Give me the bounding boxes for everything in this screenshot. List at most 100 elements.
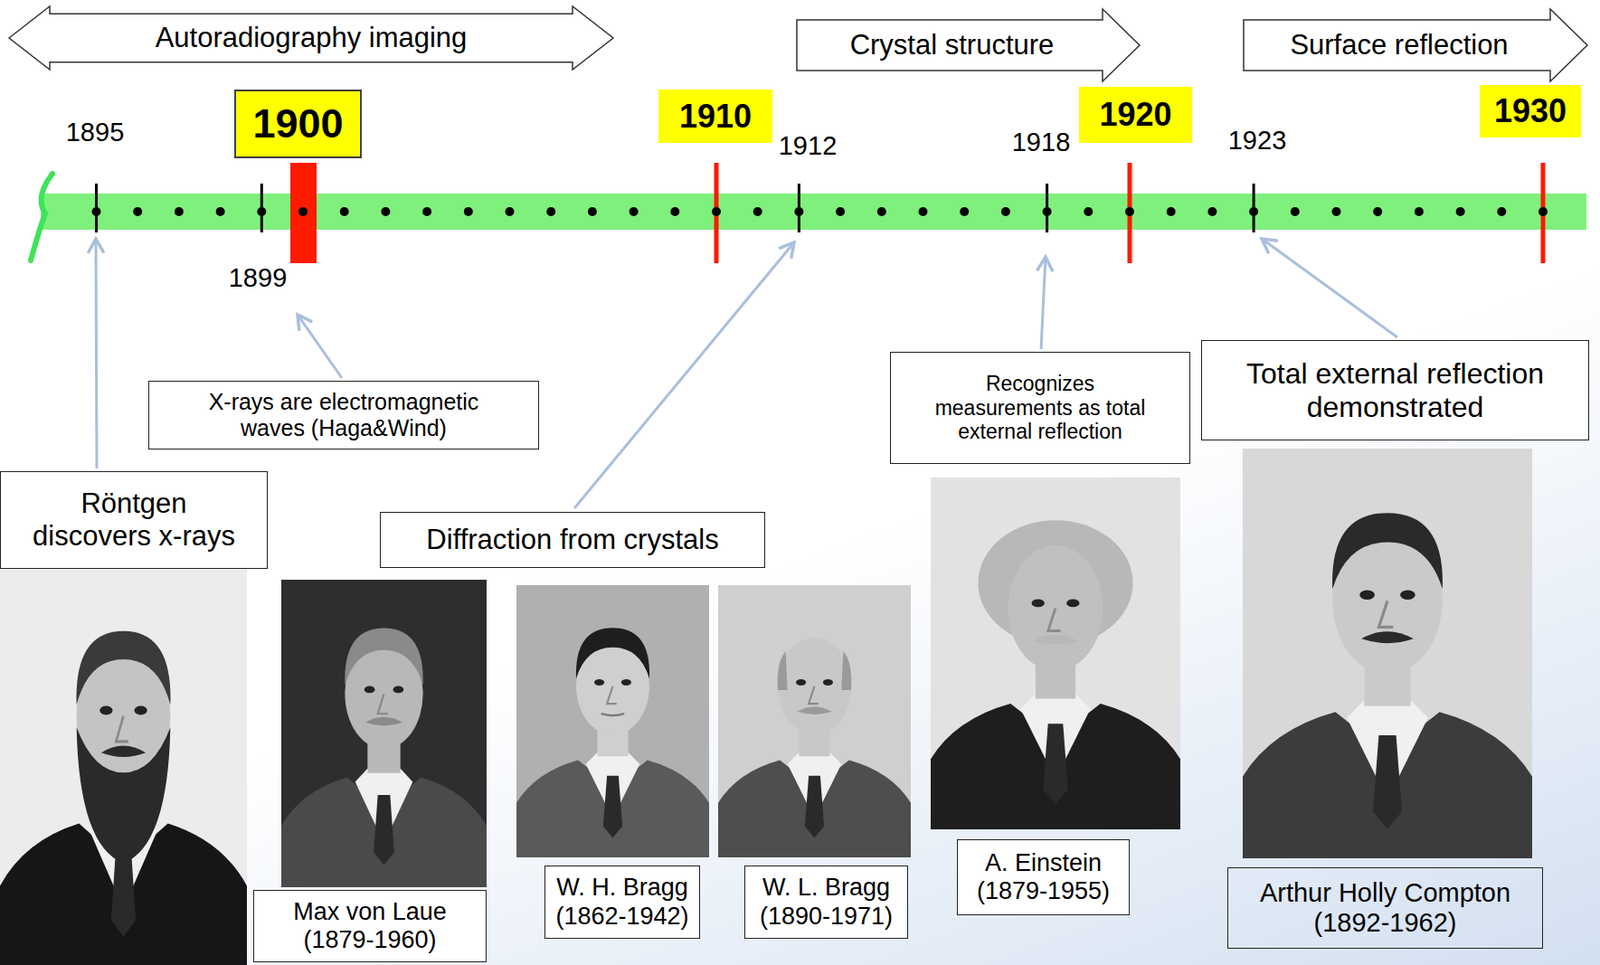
nose <box>115 716 129 742</box>
box-subtext: (1879-1960) <box>302 926 436 955</box>
moustache <box>1032 634 1079 645</box>
box-content: Surface reflection <box>1242 8 1589 83</box>
hair <box>841 651 852 691</box>
box-content: 1920 <box>1079 86 1193 143</box>
event-callout: Total external reflection demonstrated <box>1201 340 1590 441</box>
leader-arrow <box>1041 256 1046 350</box>
beard <box>76 727 171 863</box>
portraits <box>0 448 1533 965</box>
year-dot <box>216 207 226 217</box>
year-dot <box>877 207 887 217</box>
tie <box>804 776 824 839</box>
year-dot <box>256 207 266 217</box>
portrait-photo <box>1242 448 1533 859</box>
photo-background <box>718 585 911 858</box>
photo-background <box>930 477 1181 830</box>
box-text: 1920 <box>1098 95 1172 133</box>
box-text: Arthur Holly Compton <box>1259 878 1511 909</box>
year-dot <box>1414 207 1424 217</box>
year-highlight: 1930 <box>1479 85 1582 138</box>
box-text: Surface reflection <box>1289 28 1508 62</box>
box-content: W. L. Bragg(1890-1971) <box>745 866 908 938</box>
face <box>1008 545 1104 672</box>
face <box>777 637 852 736</box>
box-content: X-rays are electromagnetic waves (Haga&W… <box>149 381 539 449</box>
box-text: Max von Laue <box>293 898 447 927</box>
box-content: Crystal structure <box>795 8 1141 83</box>
year-dot <box>587 207 597 217</box>
box-content: Recognizes measurements as total externa… <box>890 352 1190 464</box>
name-plate: W. L. Bragg(1890-1971) <box>744 865 909 939</box>
photo-background <box>0 568 247 965</box>
hair <box>576 627 650 679</box>
year-dot <box>1538 207 1548 217</box>
year-dot <box>711 207 721 217</box>
year-dot <box>1249 207 1259 217</box>
portrait-photo <box>718 585 911 858</box>
box-text: Röntgen discovers x-rays <box>23 487 246 552</box>
year-dot <box>918 207 928 217</box>
event-callout: Recognizes measurements as total externa… <box>889 351 1191 464</box>
leader-arrow <box>574 242 795 509</box>
year-label: 1923 <box>1228 125 1288 156</box>
year-highlight: 1910 <box>658 89 773 143</box>
eye <box>1066 598 1080 607</box>
year-dot <box>670 207 680 217</box>
box-content: W. H. Bragg(1862-1942) <box>545 866 700 938</box>
moustache <box>796 706 832 715</box>
photo-background <box>281 579 487 888</box>
box-content: 1910 <box>658 89 773 143</box>
year-dot <box>132 207 143 217</box>
portrait-photo <box>516 585 710 858</box>
name-plate: A. Einstein(1879-1955) <box>956 839 1130 916</box>
eye <box>795 679 806 686</box>
year-label: 1918 <box>1012 127 1071 158</box>
year-dot <box>1332 207 1342 217</box>
eye <box>1359 590 1375 600</box>
box-content: 1930 <box>1479 85 1582 138</box>
box-text: Crystal structure <box>850 28 1055 62</box>
eye <box>823 679 834 686</box>
nose <box>606 686 617 704</box>
eye <box>594 679 605 686</box>
box-text: A. Einstein <box>984 849 1102 878</box>
year-dot <box>959 207 969 217</box>
year-dot <box>505 207 515 217</box>
box-text: 1930 <box>1494 92 1567 130</box>
name-plate: W. H. Bragg(1862-1942) <box>544 865 701 939</box>
period-arrow: Surface reflection <box>1242 8 1589 83</box>
year-label: 1899 <box>228 263 288 294</box>
year-highlight: 1920 <box>1079 86 1193 143</box>
year-dot <box>1001 207 1011 217</box>
hair <box>777 651 788 691</box>
year-label: 1912 <box>778 131 838 161</box>
year-dot <box>1125 207 1135 217</box>
hair <box>344 627 423 685</box>
moustache <box>101 746 146 758</box>
event-callout: X-rays are electromagnetic waves (Haga&W… <box>148 380 540 450</box>
portrait-photo <box>930 477 1181 830</box>
leader-arrow <box>297 314 342 379</box>
year-dot <box>1207 207 1217 217</box>
year-dot <box>463 207 474 217</box>
box-text: Autoradiography imaging <box>155 21 468 55</box>
box-subtext: (1862-1942) <box>555 902 689 931</box>
year-dot <box>380 207 390 217</box>
nose <box>808 686 819 704</box>
break-mark <box>30 173 53 261</box>
box-subtext: (1892-1962) <box>1314 908 1458 938</box>
nose <box>1378 600 1393 627</box>
eye <box>621 679 632 686</box>
box-content: Arthur Holly Compton(1892-1962) <box>1228 868 1543 948</box>
timeline-bar <box>40 193 1587 230</box>
eye <box>1031 598 1045 607</box>
box-text: W. L. Bragg <box>762 873 890 902</box>
year-dot <box>92 207 102 217</box>
box-text: Total external reflection demonstrated <box>1223 357 1568 425</box>
eye <box>134 705 148 715</box>
year-label: 1895 <box>66 117 125 148</box>
arrow-outline-shape <box>796 9 1140 82</box>
nose <box>378 693 389 714</box>
box-content: Total external reflection demonstrated <box>1202 340 1589 440</box>
box-subtext: (1879-1955) <box>976 877 1110 906</box>
